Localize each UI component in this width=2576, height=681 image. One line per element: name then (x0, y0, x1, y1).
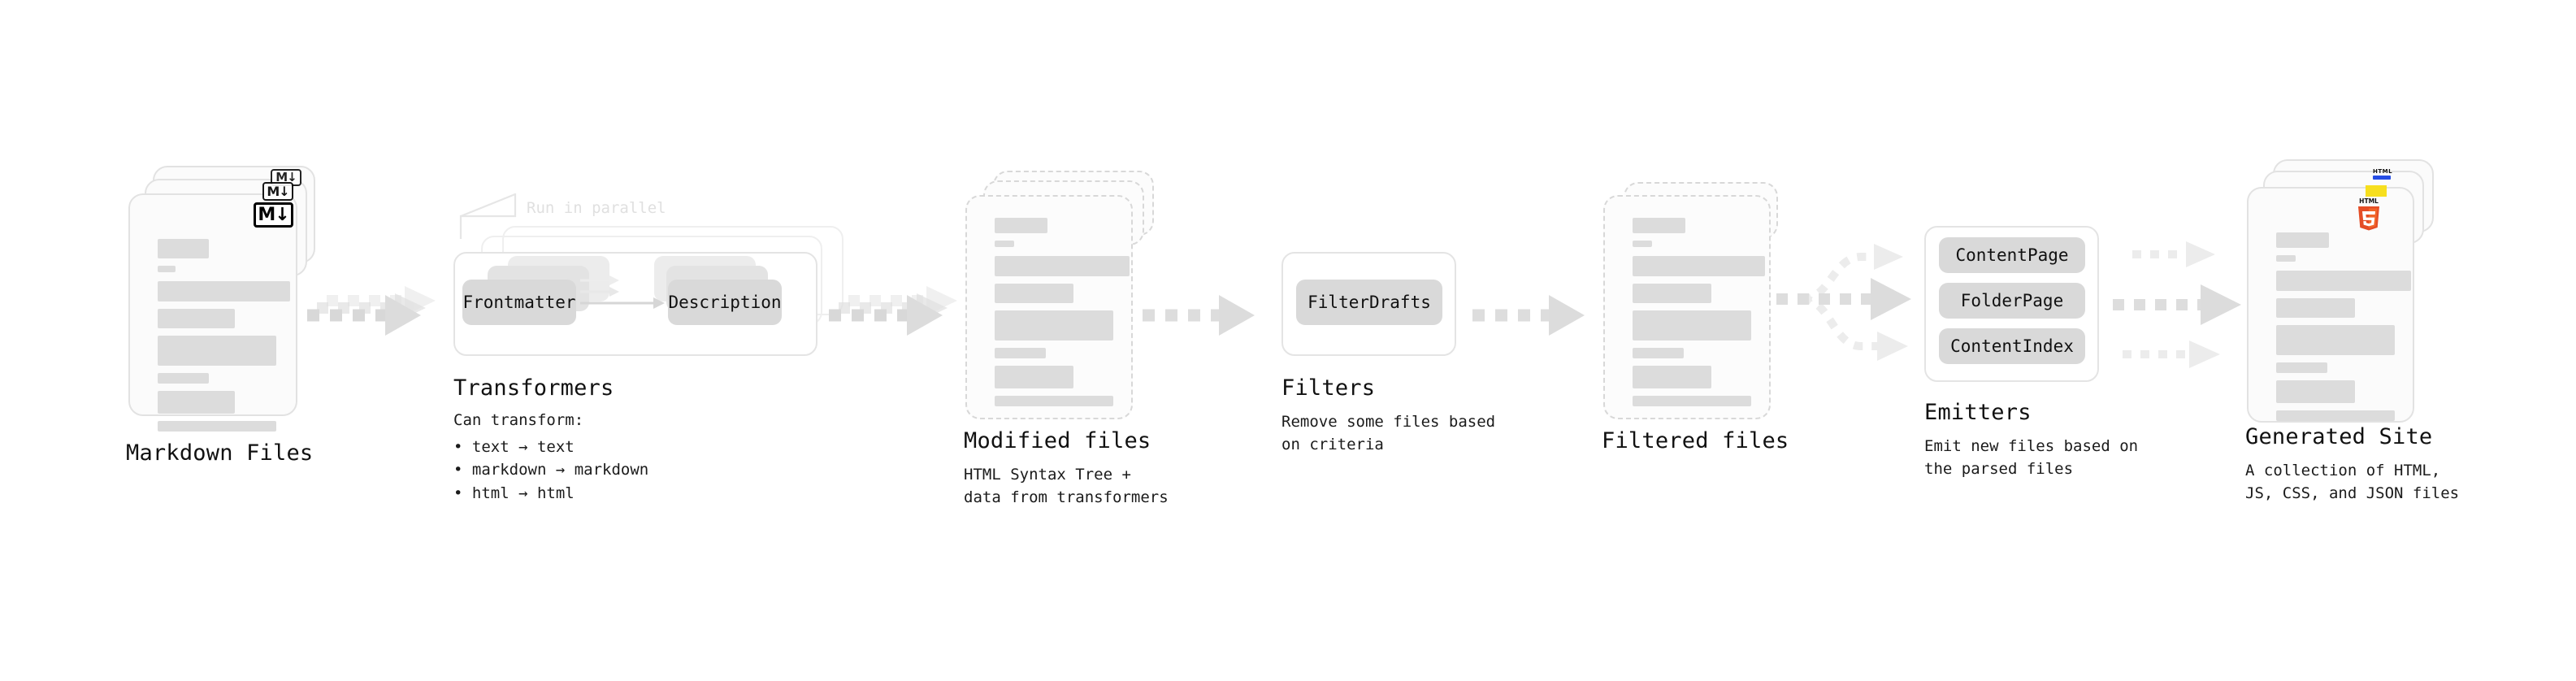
transformers-bullets: • text → text • markdown → markdown • ht… (453, 436, 648, 505)
markdown-files-title: Markdown Files (126, 440, 314, 466)
generated-site-card-front (2247, 187, 2414, 423)
markdown-file-card-front (128, 193, 297, 432)
css3-logo-icon: HTML (2373, 168, 2392, 180)
run-in-parallel-label: Run in parallel (527, 199, 666, 217)
generated-site-subtitle: A collection of HTML, JS, CSS, and JSON … (2245, 462, 2460, 502)
filtered-files-caption: Filtered files (1602, 428, 1789, 453)
markdown-badge-icon-front: M↓ (254, 202, 293, 228)
filters-subtitle: Remove some files based on criteria (1281, 413, 1496, 453)
emitters-title: Emitters (1924, 400, 2032, 425)
arrow-markdown-to-transformers (307, 286, 436, 336)
modified-file-card-front (965, 195, 1133, 419)
markdown-file-lines (158, 239, 290, 439)
html5-logo-icon: HTML (2355, 197, 2383, 234)
arrow-filters-to-filtered (1472, 295, 1585, 336)
transformer-pill-frontmatter[interactable]: Frontmatter (462, 280, 576, 325)
modified-file-lines (995, 218, 1130, 414)
modified-files-caption: Modified files HTML Syntax Tree + data f… (964, 428, 1169, 510)
markdown-files-caption: Markdown Files (126, 440, 313, 466)
filtered-file-lines (1633, 218, 1765, 414)
filters-caption: Filters Remove some files based on crite… (1281, 375, 1495, 457)
transformer-pill-description[interactable]: Description (668, 280, 782, 325)
emitter-pill-folderpage[interactable]: FolderPage (1939, 283, 2085, 319)
arrows-emitters-to-site (2113, 241, 2241, 368)
modified-files-title: Modified files (964, 428, 1151, 453)
filtered-file-card-front (1603, 195, 1771, 419)
emitter-pill-contentpage[interactable]: ContentPage (1939, 237, 2085, 273)
branching-arrow-to-emitters (1776, 244, 1911, 361)
modified-files-subtitle: HTML Syntax Tree + data from transformer… (964, 466, 1169, 506)
filters-title: Filters (1281, 375, 1376, 401)
javascript-logo-icon (2366, 185, 2387, 197)
transformers-title: Transformers (453, 375, 614, 401)
generated-site-caption: Generated Site A collection of HTML, JS,… (2245, 424, 2459, 505)
transformers-bullet-2: • html → html (453, 484, 575, 502)
emitters-caption: Emitters Emit new files based on the par… (1924, 400, 2138, 481)
markdown-badge-icon-mid: M↓ (262, 182, 293, 201)
generated-site-lines (2276, 232, 2411, 428)
generated-site-title: Generated Site (2245, 424, 2433, 449)
arrow-modified-to-filters (1143, 295, 1255, 336)
transformers-bullet-0: • text → text (453, 437, 575, 456)
transformers-caption: Transformers Can transform: • text → tex… (453, 375, 648, 505)
svg-text:HTML: HTML (2359, 197, 2379, 205)
emitter-pill-contentindex[interactable]: ContentIndex (1939, 328, 2085, 364)
css3-logo-label: HTML (2373, 168, 2393, 175)
transformer-inner-arrows (580, 275, 665, 309)
filter-pill-filterdrafts[interactable]: FilterDrafts (1296, 280, 1442, 325)
arrow-transformers-to-modified (829, 286, 957, 336)
transformers-bullet-1: • markdown → markdown (453, 461, 649, 479)
transformers-subtitle: Can transform: (453, 411, 584, 429)
filtered-files-title: Filtered files (1602, 428, 1789, 453)
markdown-badge-icon-back: M↓ (271, 169, 301, 186)
emitters-subtitle: Emit new files based on the parsed files (1924, 437, 2139, 478)
run-in-parallel-bracket (459, 193, 517, 239)
